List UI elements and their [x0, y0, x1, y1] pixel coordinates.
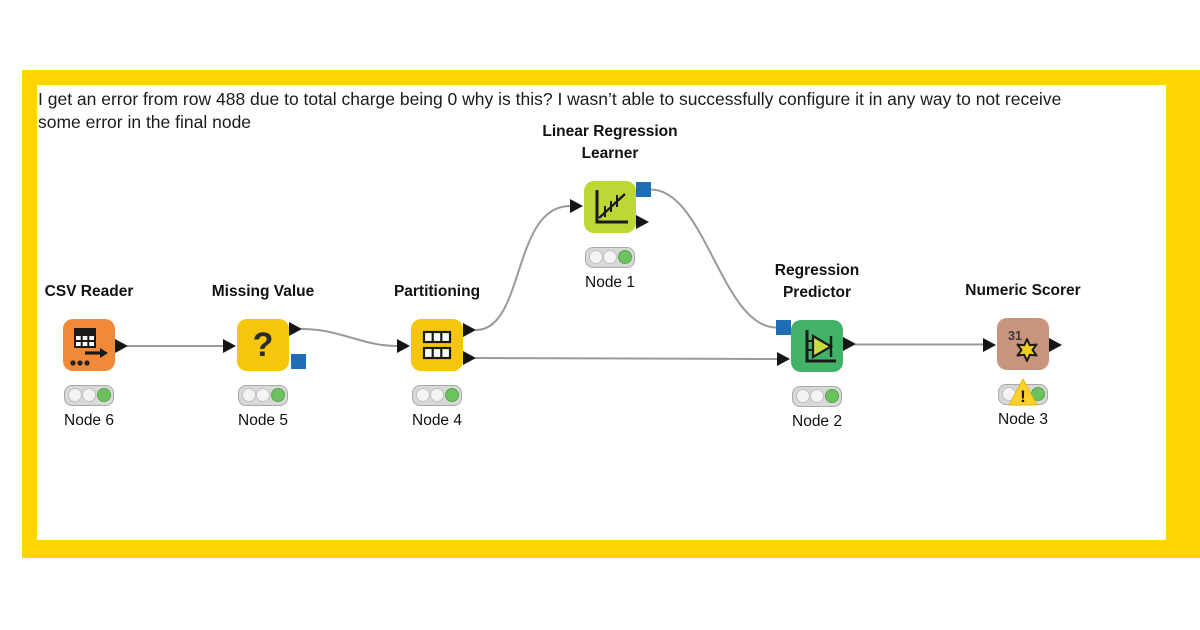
- traffic-light-status: [585, 247, 635, 268]
- model-output-port[interactable]: [291, 354, 306, 369]
- data-input-port[interactable]: [570, 199, 583, 213]
- node-title: Partitioning: [327, 259, 547, 303]
- traffic-light-status: [792, 386, 842, 407]
- data-output-port[interactable]: [636, 215, 649, 229]
- traffic-light-status: [64, 385, 114, 406]
- status-light-off: [588, 250, 603, 264]
- status-light-green: [617, 250, 632, 264]
- node-label: Node 3: [998, 411, 1048, 428]
- node-missing-value: Missing Value? Node 5: [153, 259, 373, 444]
- status-light-off: [430, 388, 445, 402]
- node-label: Node 2: [792, 413, 842, 430]
- status-light-off: [256, 388, 271, 402]
- data-output-port[interactable]: [463, 323, 476, 337]
- svg-text:31: 31: [1008, 329, 1022, 343]
- node-numeric-scorer: Numeric Scorer 31! Node 3: [913, 258, 1133, 443]
- status-light-off: [415, 388, 430, 402]
- node-title-line: Regression: [774, 262, 860, 279]
- connection-edge-node-4-node-1[interactable]: [475, 205, 571, 331]
- connection-edge-node-5-node-4[interactable]: [301, 328, 398, 347]
- question-text-line: I get an error from row 488 due to total…: [38, 89, 1062, 109]
- node-title: CSV Reader: [0, 259, 199, 303]
- linear-regression-learner-icon[interactable]: [584, 181, 636, 233]
- node-title-line: Missing Value: [211, 283, 315, 300]
- node-label: Node 1: [585, 274, 635, 291]
- node-title-line: Learner: [581, 145, 639, 162]
- data-output-port[interactable]: [289, 322, 302, 336]
- status-light-green: [444, 388, 459, 402]
- traffic-light-status: [412, 385, 462, 406]
- data-output-port[interactable]: [1049, 338, 1062, 352]
- svg-text:!: !: [1020, 387, 1026, 406]
- connection-edge-node-1-node-2[interactable]: [650, 188, 777, 329]
- warning-icon: !: [1008, 378, 1038, 406]
- model-output-port[interactable]: [636, 182, 651, 197]
- node-label: Node 5: [238, 412, 288, 429]
- node-title: Numeric Scorer: [913, 258, 1133, 302]
- missing-value-glyph: ?: [253, 326, 274, 364]
- question-text-line: some error in the final node: [38, 112, 252, 132]
- linear-regression-learner-glyph: [595, 190, 628, 224]
- status-light-green: [96, 388, 111, 402]
- status-light-off: [795, 389, 810, 403]
- node-label: Node 6: [64, 412, 114, 429]
- data-output-port[interactable]: [115, 339, 128, 353]
- node-title-line: Numeric Scorer: [965, 282, 1081, 299]
- data-output-port[interactable]: [463, 351, 476, 365]
- node-title-line: Predictor: [782, 284, 852, 301]
- svg-text:?: ?: [253, 326, 274, 364]
- node-title: Missing Value: [153, 259, 373, 303]
- numeric-scorer-icon[interactable]: 31: [997, 318, 1049, 370]
- status-light-off: [810, 389, 825, 403]
- node-title-line: Linear Regression: [542, 123, 678, 140]
- status-light-green: [824, 389, 839, 403]
- data-input-port[interactable]: [777, 352, 790, 366]
- csv-reader-glyph: [70, 328, 108, 366]
- model-input-port[interactable]: [776, 320, 791, 335]
- workflow-canvas[interactable]: [37, 85, 1166, 540]
- csv-reader-icon[interactable]: [63, 319, 115, 371]
- partitioning-icon[interactable]: [411, 319, 463, 371]
- status-light-off: [67, 388, 82, 402]
- question-text: I get an error from row 488 due to total…: [38, 88, 1160, 134]
- status-light-green: [270, 388, 285, 402]
- regression-predictor-glyph: [805, 330, 836, 363]
- missing-value-icon[interactable]: ?: [237, 319, 289, 371]
- data-output-port[interactable]: [843, 337, 856, 351]
- node-title-line: Partitioning: [393, 283, 481, 300]
- status-light-off: [603, 250, 618, 264]
- status-light-off: [82, 388, 97, 402]
- node-title-line: CSV Reader: [44, 283, 134, 300]
- data-input-port[interactable]: [983, 338, 996, 352]
- traffic-light-status: [238, 385, 288, 406]
- partitioning-glyph: [422, 330, 452, 360]
- node-label: Node 4: [412, 412, 462, 429]
- connection-edge-node-4-node-2[interactable]: [475, 357, 778, 360]
- numeric-scorer-glyph: 31: [1008, 329, 1038, 362]
- status-light-off: [241, 388, 256, 402]
- data-input-port[interactable]: [223, 339, 236, 353]
- regression-predictor-icon[interactable]: [791, 320, 843, 372]
- data-input-port[interactable]: [397, 339, 410, 353]
